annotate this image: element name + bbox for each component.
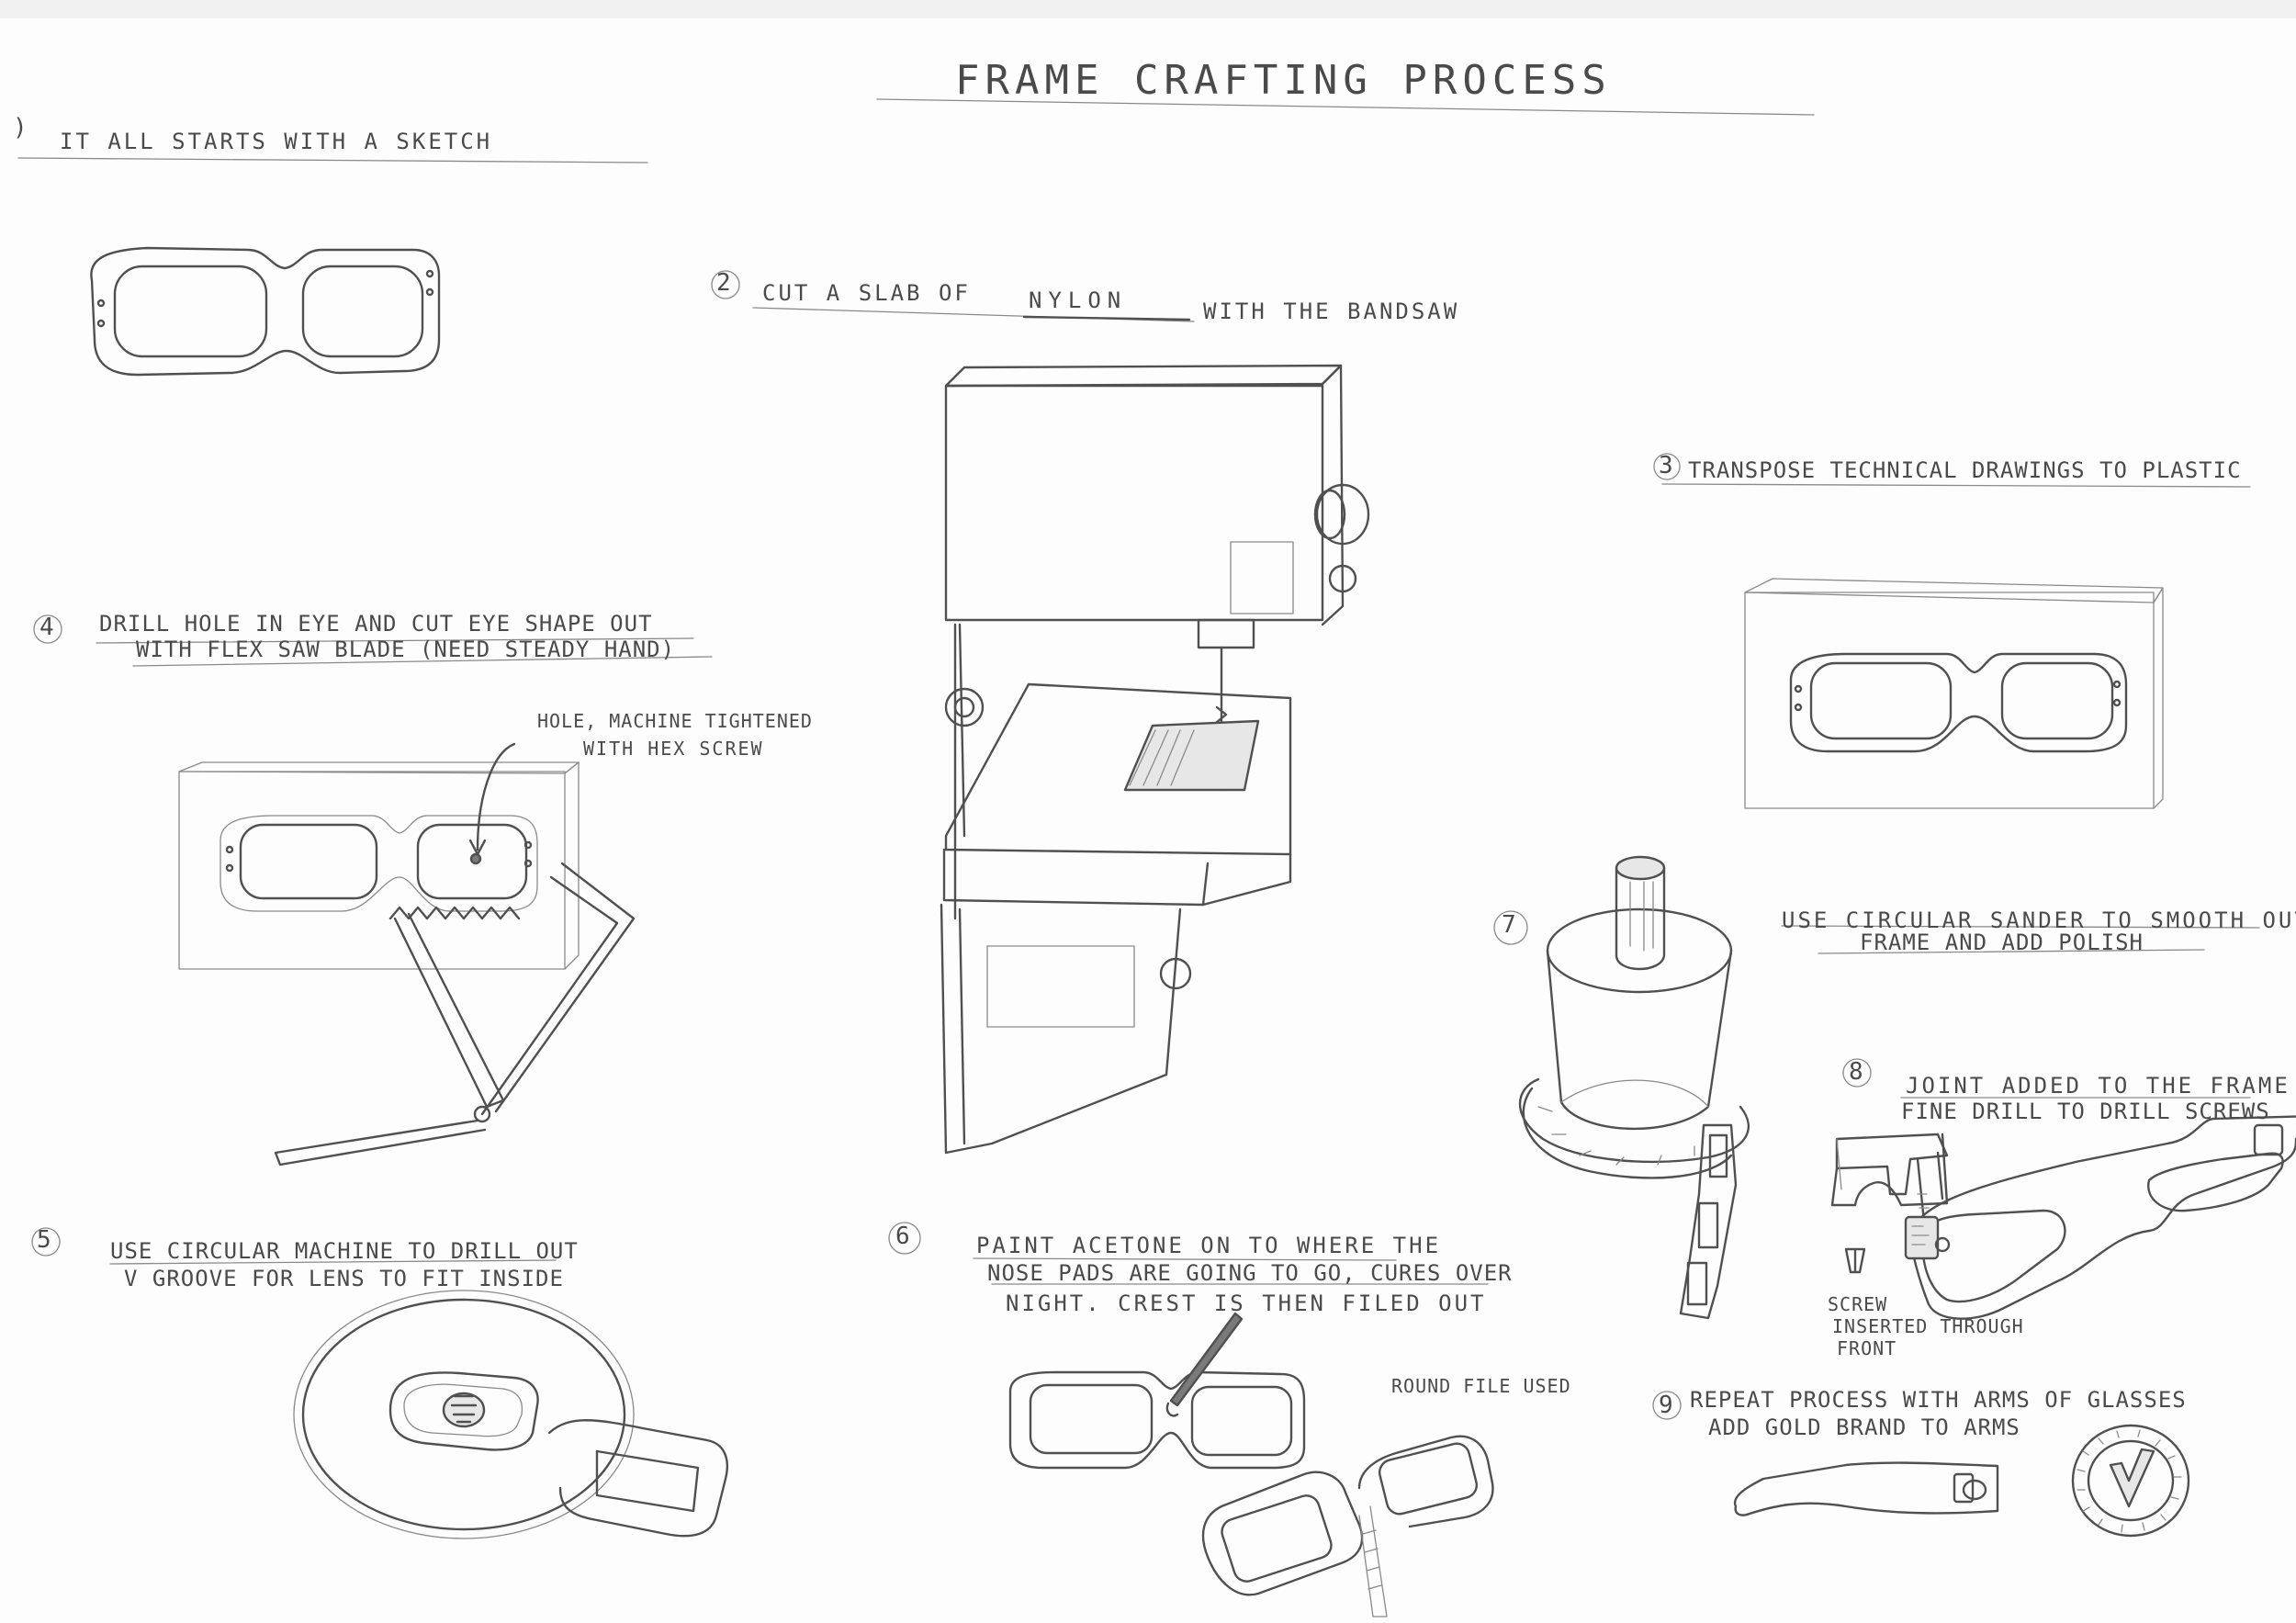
step-2-material: NYLON [1029, 287, 1128, 313]
step-6-line-3: NIGHT. CREST IS THEN FILED OUT [1006, 1291, 1487, 1316]
step-2-heading: CUT A SLAB OF [762, 280, 971, 306]
round-file-note: ROUND FILE USED [1391, 1375, 1571, 1397]
acetone-file-drawing [1008, 1312, 1494, 1617]
step-4-number: 4 [39, 614, 57, 641]
hole-note-line-2: WITH HEX SCREW [583, 738, 764, 760]
hole-note-line-1: HOLE, MACHINE TIGHTENED [537, 710, 813, 732]
step-4-line-2: WITH FLEX SAW BLADE (NEED STEADY HAND) [136, 637, 676, 662]
page-title: FRAME CRAFTING PROCESS [955, 57, 1612, 104]
circular-machine-drawing [293, 1290, 728, 1539]
scan-top-band [0, 0, 2296, 18]
step-8-line-2: FINE DRILL TO DRILL SCREWS [1901, 1099, 2270, 1124]
step-2-heading-end: WITH THE BANDSAW [1203, 299, 1460, 324]
step-8-number: 8 [1849, 1058, 1866, 1086]
step-9-number: 9 [1659, 1392, 1676, 1419]
joint-frame-drawing [1830, 1115, 2296, 1320]
sketch-glasses [90, 246, 441, 377]
flex-saw-drawing [178, 742, 636, 1167]
step-9-line-2: ADD GOLD BRAND TO ARMS [1708, 1414, 2020, 1440]
plastic-slab-drawing [1744, 578, 2164, 809]
step-2-number: 2 [716, 269, 734, 297]
step-9-line-1: REPEAT PROCESS WITH ARMS OF GLASSES [1690, 1387, 2187, 1413]
heading-underlines [17, 98, 2260, 1285]
step-5-number: 5 [37, 1226, 54, 1254]
screw-note-line-3: FRONT [1837, 1337, 1897, 1359]
step-4-line-1: DRILL HOLE IN EYE AND CUT EYE SHAPE OUT [99, 611, 653, 637]
step-5-line-1: USE CIRCULAR MACHINE TO DRILL OUT [110, 1238, 579, 1264]
step-8-line-1: JOINT ADDED TO THE FRAME [1906, 1073, 2290, 1099]
step-3-heading: TRANSPOSE TECHNICAL DRAWINGS TO PLASTIC [1688, 457, 2242, 483]
step-6-number: 6 [895, 1223, 913, 1250]
step-6-line-2: NOSE PADS ARE GOING TO GO, CURES OVER [987, 1260, 1513, 1286]
step-5-line-2: V GROOVE FOR LENS TO FIT INSIDE [124, 1266, 564, 1291]
step-7-line-2: FRAME AND ADD POLISH [1860, 930, 2144, 955]
step-1-number: ) [13, 114, 30, 141]
step-7-number: 7 [1502, 911, 1519, 939]
step-1-heading: IT ALL STARTS WITH A SKETCH [60, 129, 493, 154]
arm-brand-drawing [1733, 1424, 2190, 1538]
step-number-circles [31, 270, 1872, 1420]
screw-note-line-2: INSERTED THROUGH [1832, 1315, 2024, 1337]
step-7-line-1: USE CIRCULAR SANDER TO SMOOTH OUT [1782, 907, 2296, 933]
circular-sander-drawing [1518, 855, 1750, 1320]
screw-note-line-1: SCREW [1828, 1293, 1888, 1315]
step-3-number: 3 [1659, 452, 1676, 479]
step-6-line-1: PAINT ACETONE ON TO WHERE THE [976, 1233, 1442, 1258]
bandsaw-drawing [940, 364, 1370, 1155]
